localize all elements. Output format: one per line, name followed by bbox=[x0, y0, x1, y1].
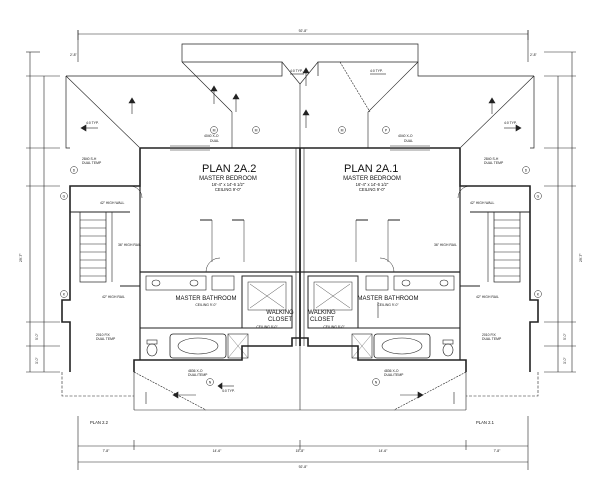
note-rail42-right: 42" HIGH RAIL bbox=[476, 295, 499, 299]
dim-left-5: 5'-0" bbox=[35, 332, 39, 340]
note-typ-bottom: 4:0 TYP. bbox=[222, 389, 235, 393]
note-window-right: 4040 X-O bbox=[398, 134, 413, 138]
dim-right-5: 5'-0" bbox=[563, 332, 567, 340]
marker-label: M bbox=[255, 129, 258, 133]
note-dual-left: DUAL bbox=[210, 139, 219, 143]
dim-left-3: 3'-0" bbox=[35, 356, 39, 364]
bathtub-right bbox=[373, 333, 431, 359]
stair-left bbox=[79, 211, 107, 283]
plan-tag-left: PLAN 2.2 bbox=[90, 420, 109, 425]
plan-tag-right: PLAN 2.1 bbox=[476, 420, 495, 425]
room-size-bedroom-left: 16'-4" x 14'-6 1/2" bbox=[212, 182, 245, 187]
plan-title-right: PLAN 2A.1 bbox=[344, 163, 398, 175]
note-4836-dual-right: DUAL/TEMP bbox=[384, 373, 404, 377]
note-fix-right: 2010 FIX bbox=[482, 333, 496, 337]
dim-offset-top-left: 2'-8" bbox=[70, 53, 78, 57]
note-4836-left: 4836 X-O bbox=[188, 369, 203, 373]
room-ceiling-bedroom-left: CEILING 9'-0" bbox=[215, 187, 242, 192]
dim-right-3: 3'-0" bbox=[563, 356, 567, 364]
dim-offset-top-right: 2'-8" bbox=[530, 53, 538, 57]
note-typ-right: 4:0 TYP. bbox=[504, 121, 517, 125]
marker-label: P bbox=[385, 129, 388, 133]
dim-side-left: 29'-7" bbox=[19, 253, 23, 262]
marker-label: K bbox=[537, 293, 540, 297]
note-rail-left: 36" HIGH RAIL bbox=[118, 243, 141, 247]
marker-label: N bbox=[375, 381, 378, 385]
note-window-left: 4040 X-O bbox=[204, 134, 219, 138]
note-typ-top-left: 4:0 TYP. bbox=[290, 69, 303, 73]
room-size-bedroom-right: 16'-4" x 14'-6 1/2" bbox=[356, 182, 389, 187]
marker-label: M bbox=[341, 129, 344, 133]
dim-overall-top: 92'-8" bbox=[299, 29, 308, 33]
marker-label: D bbox=[525, 169, 528, 173]
dim-side-right: 29'-7" bbox=[579, 253, 583, 262]
dim-seg-mid-left: 14'-6" bbox=[213, 449, 222, 453]
note-dualtemp-right: DUAL TEMP bbox=[484, 161, 504, 165]
room-ceiling-bathroom-right: CEILING 9'-0" bbox=[377, 303, 399, 307]
note-wall-left: 42" HIGH WALL bbox=[100, 201, 125, 205]
dim-overall-bottom: 92'-8" bbox=[299, 465, 308, 469]
marker-label: M bbox=[213, 129, 216, 133]
room-label-closet-left: CLOSET bbox=[268, 317, 292, 323]
room-label-closet-right: CLOSET bbox=[310, 317, 334, 323]
note-typ-left: 4:0 TYP. bbox=[86, 121, 99, 125]
stair-right bbox=[493, 211, 521, 283]
room-label-bathroom-left: MASTER BATHROOM bbox=[176, 296, 237, 302]
room-label-closet-walking-right: WALKING bbox=[308, 310, 336, 316]
room-ceiling-bedroom-right: CEILING 9'-0" bbox=[359, 187, 386, 192]
note-window-sh-right: 2840 S-H bbox=[484, 157, 499, 161]
bathtub-left bbox=[169, 333, 227, 359]
note-typ-top-right: 4:0 TYP. bbox=[370, 69, 383, 73]
room-ceiling-bathroom-left: CEILING 9'-0" bbox=[195, 303, 217, 307]
room-ceiling-closet-right: CEILING 8'-0" bbox=[323, 325, 345, 329]
dim-seg-center: 15'-8" bbox=[296, 449, 305, 453]
note-4836-dual-left: DUAL/TEMP bbox=[188, 373, 208, 377]
room-label-closet-walking-left: WALKING bbox=[266, 310, 294, 316]
plan-title-left: PLAN 2A.2 bbox=[202, 163, 256, 175]
note-fix-dual-left: DUAL TEMP bbox=[96, 337, 116, 341]
dim-seg-left: 7'-8" bbox=[103, 449, 111, 453]
room-label-bedroom-right: MASTER BEDROOM bbox=[343, 176, 401, 182]
marker-label: G bbox=[63, 195, 66, 199]
note-rail42-left: 42" HIGH RAIL bbox=[102, 295, 125, 299]
note-dual-right: DUAL bbox=[404, 139, 413, 143]
room-ceiling-closet-left: CEILING 8'-0" bbox=[256, 325, 278, 329]
note-rail-right: 36" HIGH RAIL bbox=[434, 243, 457, 247]
note-dualtemp-left: DUAL TEMP bbox=[82, 161, 102, 165]
dim-seg-mid-right: 14'-6" bbox=[379, 449, 388, 453]
note-fix-left: 2010 FIX bbox=[96, 333, 110, 337]
note-4836-right: 4836 X-O bbox=[384, 369, 399, 373]
note-window-sh-left: 2840 S-H bbox=[82, 157, 97, 161]
room-label-bathroom-right: MASTER BATHROOM bbox=[358, 296, 419, 302]
marker-label: G bbox=[537, 195, 540, 199]
room-label-bedroom-left: MASTER BEDROOM bbox=[199, 176, 257, 182]
marker-label: N bbox=[209, 381, 212, 385]
marker-label: D bbox=[73, 169, 76, 173]
note-fix-dual-right: DUAL TEMP bbox=[482, 337, 502, 341]
note-wall-right: 42" HIGH WALL bbox=[470, 201, 495, 205]
marker-label: K bbox=[63, 293, 66, 297]
dim-seg-right: 7'-8" bbox=[494, 449, 502, 453]
